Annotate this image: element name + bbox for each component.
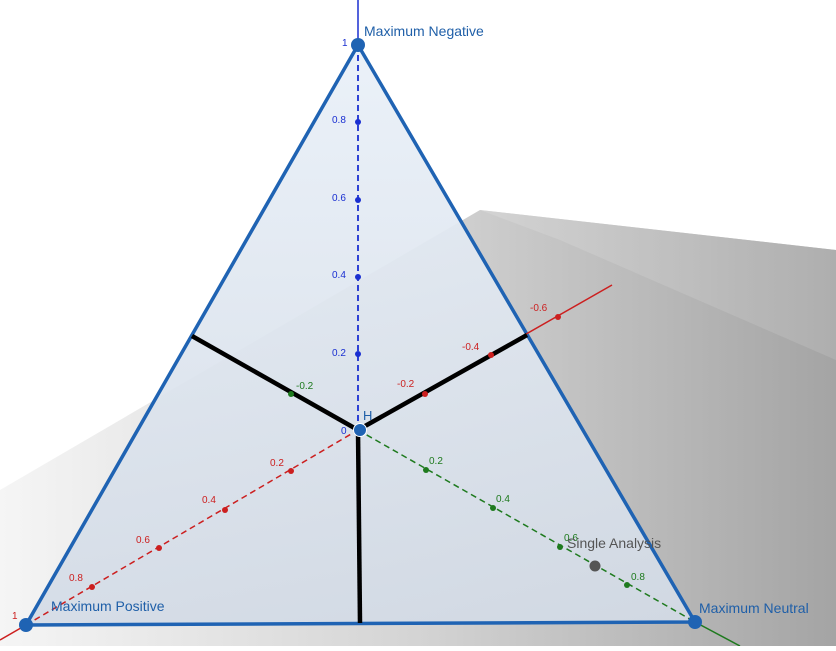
blue-tick-label: 0.6 (332, 193, 346, 204)
bisectors (190, 333, 529, 624)
single-analysis-label: Single Analysis (567, 535, 661, 551)
green-tick-label: 0.8 (631, 572, 645, 583)
green-axis-dashed (357, 429, 696, 623)
vertex-negative-label: Maximum Negative (364, 23, 484, 39)
vertex-neutral-label: Maximum Neutral (699, 600, 809, 616)
vertex-negative-point[interactable] (351, 38, 365, 52)
blue-corner-label: 1 (342, 38, 348, 49)
red-ticks: 0.2 0.4 0.6 0.8 1 -0.2 -0.4 -0.6 (12, 303, 561, 622)
blue-tick-label: 0.8 (332, 115, 346, 126)
blue-tick-dot (355, 351, 361, 357)
green-tick-dot (288, 391, 294, 397)
red-tick-label: -0.6 (530, 303, 548, 314)
vertex-neutral[interactable]: Maximum Neutral (688, 600, 809, 629)
red-tick-label: 0.8 (69, 573, 83, 584)
red-tick-dot (288, 468, 294, 474)
red-tick-dot (89, 584, 95, 590)
red-tick-label: -0.2 (397, 379, 415, 390)
green-ticks: 0.2 0.4 0.6 0.8 -0.2 (288, 381, 645, 588)
center-point-group[interactable]: H 0 (341, 408, 372, 437)
green-tick-dot (423, 467, 429, 473)
single-analysis-point[interactable] (589, 560, 601, 572)
center-zero-label: 0 (341, 426, 347, 437)
red-tick-dot (422, 391, 428, 397)
center-label: H (363, 408, 372, 423)
bisector-left (190, 334, 360, 432)
blue-tick-label: 0.4 (332, 270, 346, 281)
red-tick-label: 0.6 (136, 535, 150, 546)
green-tick-label: 0.2 (429, 456, 443, 467)
red-corner-label: 1 (12, 611, 18, 622)
green-tick-dot (624, 582, 630, 588)
green-tick-label: -0.2 (296, 381, 314, 392)
blue-ticks: 0.8 0.6 0.4 0.2 1 (332, 38, 361, 359)
red-tick-label: 0.4 (202, 495, 216, 506)
blue-tick-dot (355, 274, 361, 280)
bisector-right (356, 333, 529, 432)
vertex-positive[interactable]: Maximum Positive (19, 598, 165, 632)
green-tick-label: 0.4 (496, 494, 510, 505)
vertex-positive-point[interactable] (19, 618, 33, 632)
green-axis-tail (694, 621, 741, 647)
bisector-bottom (355, 429, 363, 624)
red-tick-dot (222, 507, 228, 513)
green-tick-label: 0.6 (564, 533, 578, 544)
blue-tick-label: 0.2 (332, 348, 346, 359)
red-tick-dot (488, 352, 494, 358)
vertex-neutral-point[interactable] (688, 615, 702, 629)
red-axis-dashed (25, 429, 359, 626)
ground-shadow-edge (480, 210, 836, 360)
vertex-negative[interactable]: Maximum Negative (351, 23, 484, 52)
blue-tick-dot (355, 119, 361, 125)
red-tick-dot (156, 545, 162, 551)
single-analysis-group[interactable]: Single Analysis (567, 535, 661, 572)
red-tick-label: 0.2 (270, 458, 284, 469)
vertex-positive-label: Maximum Positive (51, 598, 165, 614)
green-tick-dot (490, 505, 496, 511)
red-tick-dot (555, 314, 561, 320)
green-tick-dot (557, 544, 563, 550)
center-point[interactable] (353, 423, 367, 437)
red-tick-label: -0.4 (462, 342, 480, 353)
blue-tick-dot (355, 197, 361, 203)
